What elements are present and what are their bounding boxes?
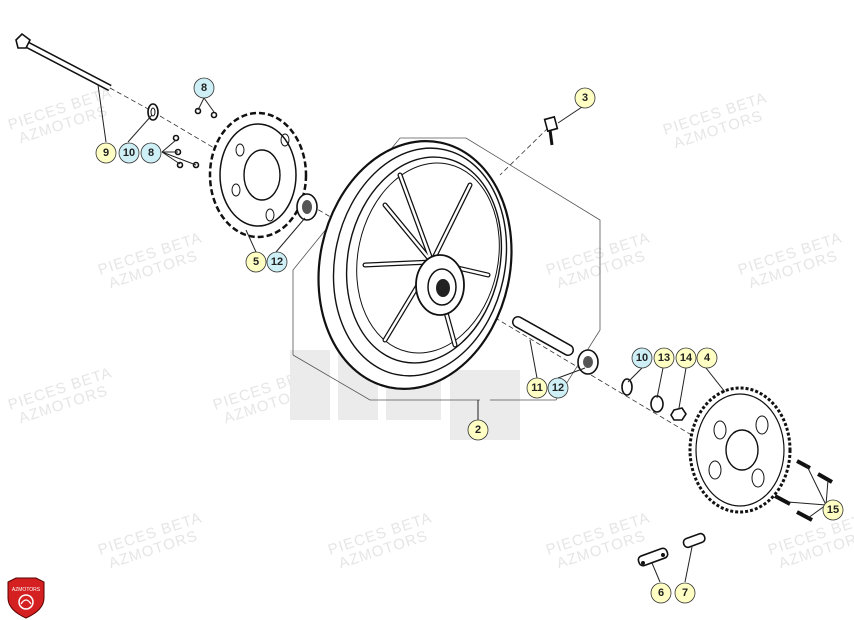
callout-text: 7 [682, 587, 688, 599]
spacer-tube [512, 316, 574, 356]
callout-text: 13 [658, 352, 670, 364]
bearing-right [577, 349, 599, 375]
callout-part-8-mid[interactable]: 8 [140, 142, 162, 164]
callout-part-5[interactable]: 5 [245, 251, 267, 273]
rear-sprocket [688, 386, 792, 514]
callout-text: 12 [552, 382, 564, 394]
callout-part-4[interactable]: 4 [696, 347, 718, 369]
callout-part-15[interactable]: 15 [822, 499, 844, 521]
rear-axle [15, 32, 112, 92]
callout-text: 2 [475, 424, 481, 436]
callout-part-10-left[interactable]: 10 [118, 142, 140, 164]
spacer-right [621, 378, 633, 396]
disc-bolts [172, 107, 218, 169]
callout-text: 14 [680, 352, 693, 364]
callout-labels: 2 3 4 5 6 7 8 8 [95, 77, 844, 604]
callout-part-11[interactable]: 11 [526, 377, 548, 399]
callout-text: 6 [658, 587, 664, 599]
callout-text: 4 [704, 352, 711, 364]
callout-part-14[interactable]: 14 [675, 347, 697, 369]
callout-part-7[interactable]: 7 [674, 582, 696, 604]
logo-text: AZMOTORS [12, 587, 41, 593]
callout-text: 3 [582, 92, 588, 104]
callout-part-6[interactable]: 6 [650, 582, 672, 604]
callout-text: 11 [531, 382, 543, 394]
bearing-left [296, 193, 318, 221]
washer-13 [650, 395, 664, 413]
callout-part-2[interactable]: 2 [467, 419, 489, 441]
chain-link-7 [682, 532, 706, 549]
azmotors-logo: AZMOTORS [7, 577, 45, 619]
nut-14 [670, 407, 687, 421]
callout-text: 10 [123, 147, 135, 159]
callout-part-12-right[interactable]: 12 [547, 377, 569, 399]
wheel-rim [317, 140, 513, 390]
callout-text: 8 [148, 147, 154, 159]
callout-text: 12 [271, 256, 283, 268]
callout-text: 9 [103, 147, 109, 159]
callout-part-3[interactable]: 3 [574, 87, 596, 109]
callout-part-8-top[interactable]: 8 [193, 77, 215, 99]
callout-part-12-left[interactable]: 12 [266, 251, 288, 273]
callout-text: 15 [827, 504, 839, 516]
callout-part-10-right[interactable]: 10 [631, 347, 653, 369]
brake-disc [208, 111, 308, 239]
leader-lines [97, 84, 829, 583]
chain-link-6 [637, 547, 669, 567]
callout-text: 5 [253, 256, 259, 268]
callout-text: 10 [636, 352, 648, 364]
tire-valve [543, 115, 559, 146]
callout-part-13[interactable]: 13 [653, 347, 675, 369]
callout-part-9[interactable]: 9 [95, 142, 117, 164]
callout-text: 8 [201, 82, 207, 94]
